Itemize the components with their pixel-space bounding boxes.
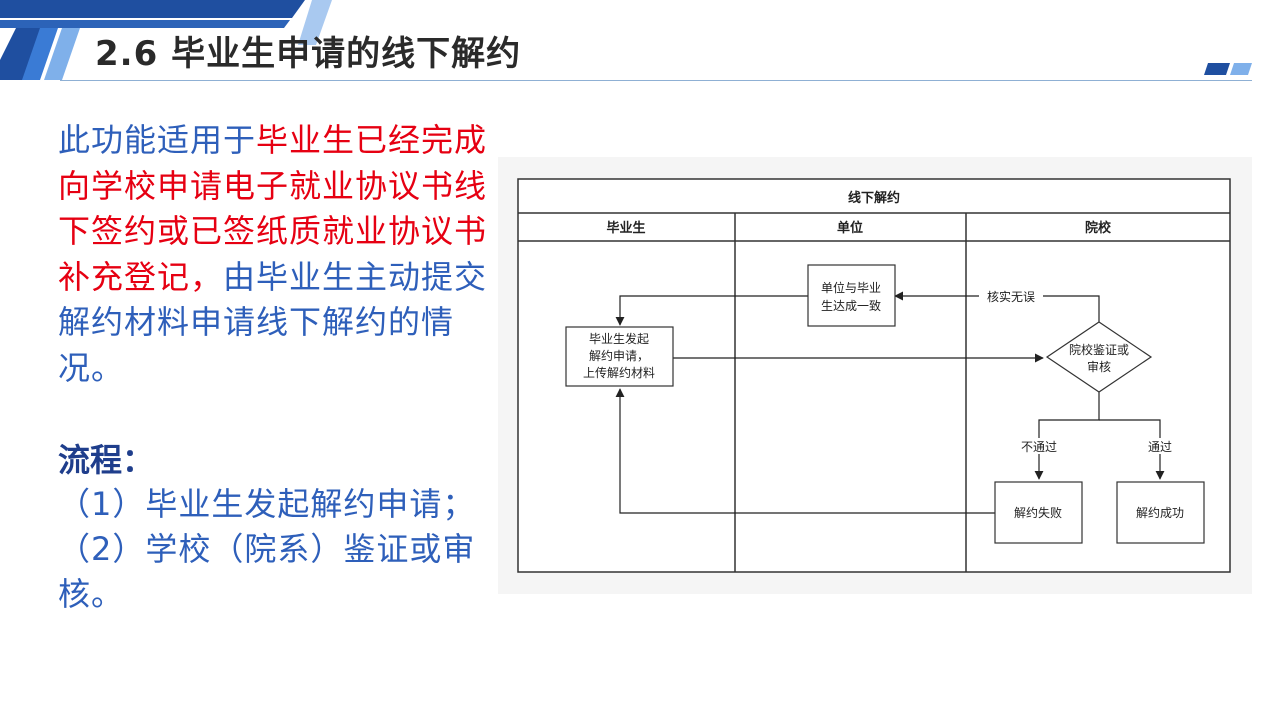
corner-decoration [0,0,332,80]
node-unit-agree-line-1: 单位与毕业 [821,280,881,295]
lane-label-school: 院校 [1085,220,1112,236]
node-unit-agree-line-2: 生达成一致 [821,299,881,313]
function-description: 此功能适用于毕业生已经完成向学校申请电子就业协议书线下签约或已签纸质就业协议书补… [58,118,498,391]
node-student-apply-line-3: 上传解约材料 [583,365,655,380]
pool-title: 线下解约 [848,190,900,206]
edge-label-bg [1015,438,1063,454]
description-highlight: 毕业生已经完成向学校申请电子就业协议书线下签约或已签纸质就业协议书补充登记， [58,121,488,296]
node-student-apply [565,326,674,387]
edge-fail-to-student [615,388,995,514]
slide-title: 2.6 毕业生申请的线下解约 [95,34,522,74]
node-success [1116,481,1205,544]
node-school-review-line-2: 审核 [1087,359,1111,374]
node-school-review [1045,321,1153,393]
process-step-1: （1）毕业生发起解约申请； [58,485,476,523]
title-accent-decoration [1204,63,1252,75]
title-divider [60,80,1252,81]
flowchart: 线下解约 毕业生 单位 院校 核实无误 不通过 通过 毕业生发起 解约申请， 上… [517,178,1231,573]
process-steps: （1）毕业生发起解约申请； （2）学校（院系）鉴证或审核。 [58,482,498,617]
edge-label-rejected: 不通过 [1021,440,1057,454]
node-student-apply-line-1: 毕业生发起 [589,331,649,346]
process-heading: 流程： [58,441,155,479]
node-school-review-line-1: 院校鉴证或 [1069,342,1129,357]
edge-unit-to-student [615,295,808,326]
process-step-2: （2）学校（院系）鉴证或审核。 [58,530,476,613]
edge-review-to-success [1099,419,1165,480]
description-intro: 此功能适用于 [58,121,257,159]
node-success-label: 解约成功 [1136,505,1184,520]
lane-label-student: 毕业生 [606,220,645,236]
edge-review-to-unit [894,291,1100,322]
edge-label-bg [979,288,1043,304]
node-fail [994,481,1083,544]
lane-label-unit: 单位 [837,220,863,236]
node-fail-label: 解约失败 [1014,505,1062,520]
edge-label-bg [1140,438,1180,454]
edge-label-verified: 核实无误 [987,289,1035,304]
node-unit-agree [807,264,896,327]
node-student-apply-line-2: 解约申请， [589,348,649,363]
description-outro: 由毕业生主动提交解约材料申请线下解约的情况。 [58,257,488,387]
edge-label-approved: 通过 [1148,440,1172,454]
